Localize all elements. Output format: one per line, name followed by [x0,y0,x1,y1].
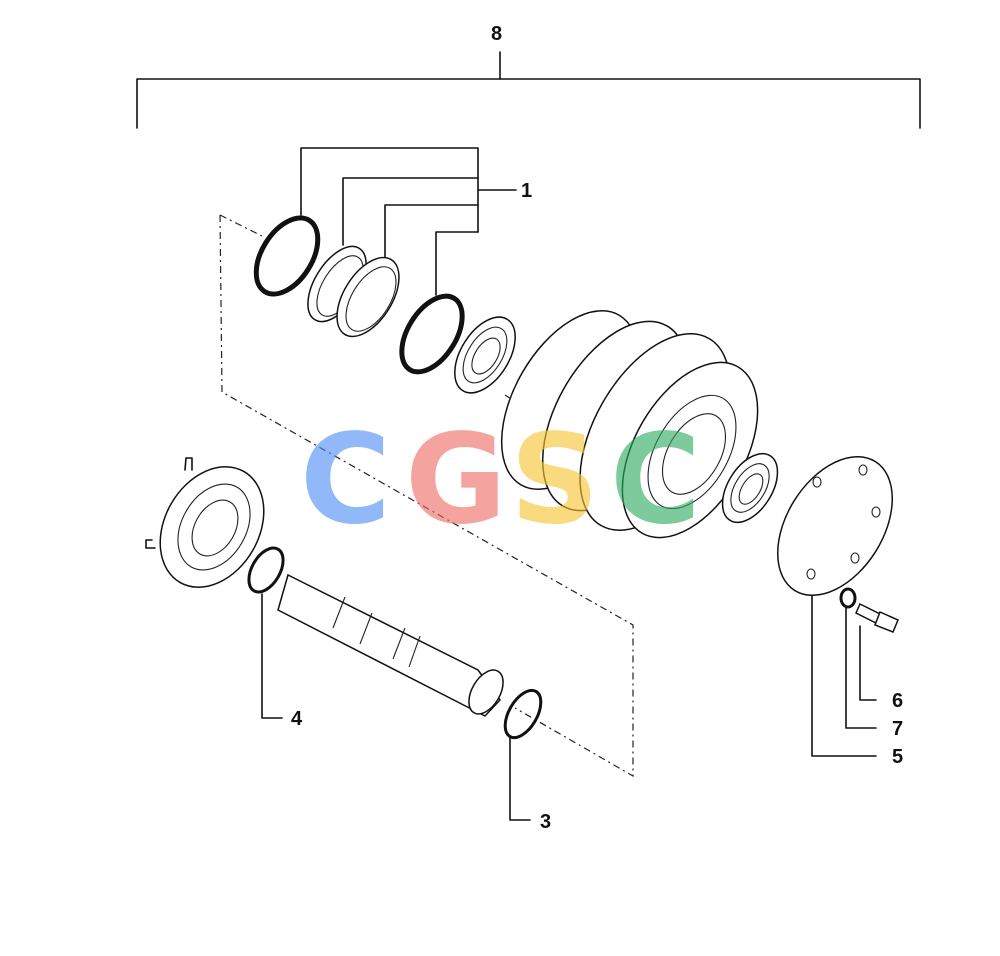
watermark-letter: G [405,408,507,552]
callout-3: 3 [540,811,552,833]
floating-seal-pair [307,245,400,338]
assembly-bracket [136,51,921,129]
bearing-left [454,316,516,394]
end-collar [145,457,265,588]
o-ring-upper-left [253,215,321,297]
seal-kit-bracket [300,147,517,296]
snap-ring [503,688,543,740]
callout-5: 5 [892,746,904,768]
watermark-letter: C [300,408,392,552]
cover-plate [776,455,894,597]
leader-lines [261,593,877,821]
bearing-right [721,452,779,524]
bolt [855,602,899,633]
o-ring-lower [247,546,285,594]
o-ring-upper-right [399,293,465,375]
callout-6: 6 [892,690,904,712]
callout-8: 8 [491,23,503,45]
roller-shaft [277,573,504,717]
watermark-letter: C [610,408,702,552]
callout-7: 7 [892,718,904,740]
washer [839,587,857,609]
callout-4: 4 [291,708,303,730]
watermark-letter: S [510,408,600,552]
roller-body [500,310,759,539]
callout-1: 1 [521,180,533,202]
